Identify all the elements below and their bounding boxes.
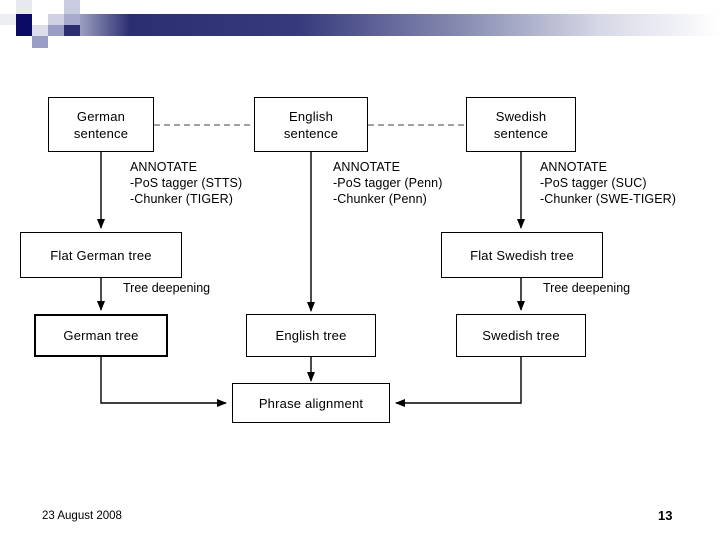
header-square-16 [16,36,32,48]
header-square-5 [64,0,80,14]
node-swedish-sentence-line2: sentence [493,125,549,141]
annotation-swedish: ANNOTATE -PoS tagger (SUC) -Chunker (SWE… [540,159,676,207]
header-square-18 [48,36,64,48]
footer-page-number: 13 [658,508,673,523]
node-german-sentence-label: German sentence [74,108,128,142]
node-english-tree[interactable]: English tree [246,314,376,357]
footer-date: 23 August 2008 [42,510,122,522]
node-phrase-alignment[interactable]: Phrase alignment [232,383,390,423]
node-german-sentence[interactable]: German sentence [48,97,154,152]
node-swedish-sentence-line1: Swedish [495,108,547,124]
header-square-3 [32,0,48,14]
node-german-tree-label: German tree [63,328,139,343]
node-german-sentence-line2: sentence [73,125,129,141]
node-english-sentence-line1: English [288,108,334,124]
node-flat-swedish-tree[interactable]: Flat Swedish tree [441,232,603,278]
header-square-10 [48,14,64,25]
edge-label-tree-deepening-right: Tree deepening [543,281,631,295]
edge-german-tree-to-alignment [100,357,227,407]
node-flat-german-tree[interactable]: Flat German tree [20,232,182,278]
header-square-17 [32,36,48,48]
node-flat-swedish-tree-label: Flat Swedish tree [470,247,574,263]
node-english-sentence-line2: sentence [283,125,339,141]
node-english-sentence[interactable]: English sentence [254,97,368,152]
annotation-german-line1: -PoS tagger (STTS) [130,176,243,190]
header-square-7 [0,14,16,25]
header-square-13 [48,25,64,36]
annotation-swedish-title: ANNOTATE [540,160,608,174]
node-swedish-tree[interactable]: Swedish tree [456,314,586,357]
header-square-12 [32,25,48,36]
header-gradient-bar [0,14,720,36]
node-swedish-sentence-label: Swedish sentence [494,108,548,142]
annotation-german: ANNOTATE -PoS tagger (STTS) -Chunker (TI… [130,159,242,207]
annotation-english-line2: -Chunker (Penn) [333,192,427,206]
header-square-14 [64,25,80,36]
node-swedish-tree-label: Swedish tree [482,328,560,343]
header-square-4 [48,0,64,14]
header-decoration [0,0,720,48]
annotation-english-title: ANNOTATE [333,160,401,174]
header-square-2 [16,0,32,14]
annotation-swedish-line1: -PoS tagger (SUC) [540,176,647,190]
node-english-tree-label: English tree [275,328,347,343]
annotation-english-line1: -PoS tagger (Penn) [333,176,443,190]
header-square-6 [80,0,96,14]
annotation-german-title: ANNOTATE [130,160,198,174]
annotation-english: ANNOTATE -PoS tagger (Penn) -Chunker (Pe… [333,159,443,207]
node-german-sentence-line1: German [76,108,126,124]
header-square-9 [32,14,48,25]
node-phrase-alignment-label: Phrase alignment [258,395,364,411]
annotation-swedish-line2: -Chunker (SWE-TIGER) [540,192,677,206]
header-square-11 [64,14,80,25]
header-square-1 [0,0,16,14]
edge-label-tree-deepening-left: Tree deepening [123,281,211,295]
node-swedish-sentence[interactable]: Swedish sentence [466,97,576,152]
edge-swedish-tree-to-alignment [395,357,522,407]
node-german-tree[interactable]: German tree [34,314,168,357]
annotation-german-line2: -Chunker (TIGER) [130,192,234,206]
node-english-sentence-label: English sentence [284,108,338,142]
node-flat-german-tree-label: Flat German tree [50,247,152,263]
header-square-15 [0,36,16,48]
header-square-8 [16,14,32,36]
